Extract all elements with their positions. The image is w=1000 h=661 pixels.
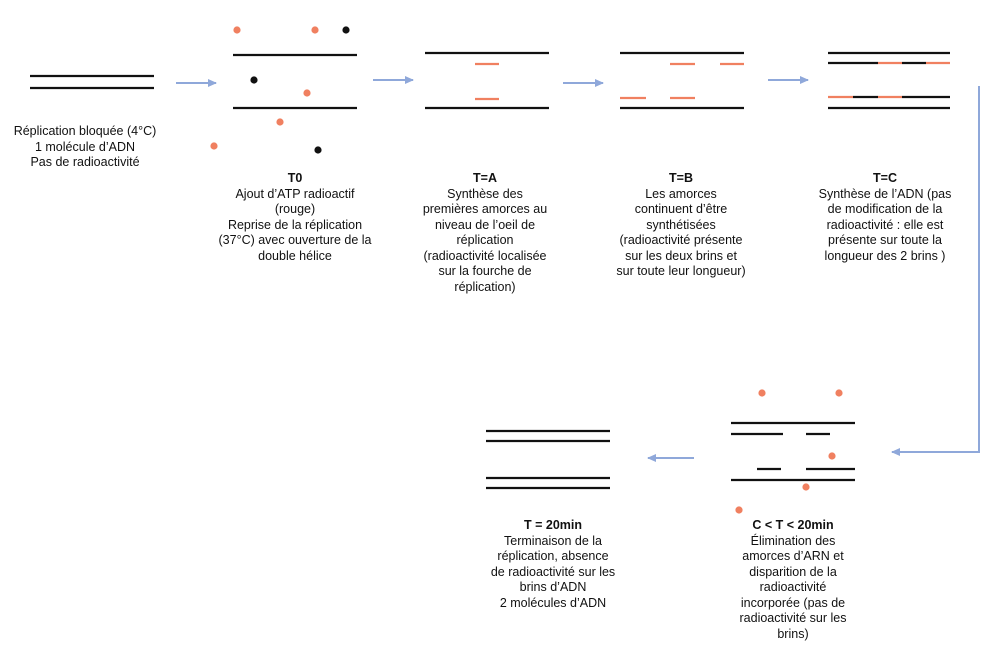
caption-line: niveau de l’oeil de (434, 217, 536, 232)
atp-dot (342, 26, 350, 34)
caption-line: (radioactivité localisée (423, 248, 547, 263)
atp-dot (314, 146, 322, 154)
caption-line: de radioactivité sur les (490, 564, 616, 579)
caption-ta: T=A Synthèse des premières amorces au ni… (410, 171, 560, 295)
caption-line: premières amorces au (422, 202, 548, 216)
radioactive-atp-dot (276, 118, 284, 126)
radioactive-atp-dot (828, 452, 836, 460)
caption-t0: T0 Ajout d’ATP radioactif (rouge) Repris… (215, 171, 375, 264)
caption-line: Synthèse de l’ADN (pas (818, 186, 952, 201)
caption-line: brins) (777, 626, 809, 641)
caption-c-between: C < T < 20min Élimination des amorces d’… (718, 518, 868, 642)
caption-line: réplication, absence (497, 549, 609, 563)
caption-line: 1 molécule d’ADN (34, 139, 136, 154)
flow-arrow (891, 86, 980, 456)
caption-line: sur toute leur longueur) (616, 264, 746, 278)
caption-line: Les amorces (645, 186, 717, 201)
caption-line: Élimination des (750, 533, 836, 548)
caption-line: réplication) (454, 279, 516, 294)
caption-line: réplication (456, 233, 514, 247)
atp-dot (250, 76, 258, 84)
caption-line: de modification de la (827, 202, 943, 216)
caption-line: sur la fourche de (438, 264, 532, 278)
radioactive-atp-dot (233, 26, 241, 34)
step-title: T=A (473, 171, 497, 185)
caption-line: (37°C) avec ouverture de la (218, 233, 372, 247)
radioactive-atp-dot (303, 89, 311, 97)
caption-initial: Réplication bloquée (4°C) 1 molécule d’A… (0, 124, 170, 171)
caption-line: (radioactivité présente (619, 233, 743, 247)
caption-line: présente sur toute la (828, 233, 942, 247)
radioactive-atp-dot (210, 142, 218, 150)
caption-line: longueur des 2 brins ) (824, 248, 946, 263)
caption-line: Pas de radioactivité (30, 155, 140, 169)
caption-line: (rouge) (274, 202, 316, 216)
radioactive-atp-dot (735, 506, 743, 514)
caption-line: Reprise de la réplication (227, 217, 363, 232)
step-title: T0 (287, 171, 303, 185)
caption-line: radioactivité (759, 580, 827, 594)
step-title: T = 20min (523, 518, 582, 532)
caption-t20: T = 20min Terminaison de la réplication,… (478, 518, 628, 611)
caption-tc: T=C Synthèse de l’ADN (pas de modificati… (805, 171, 965, 264)
caption-tb: T=B Les amorces continuent d’être synthé… (601, 171, 761, 280)
caption-line: sur les deux brins et (625, 248, 737, 263)
caption-line: double hélice (258, 248, 332, 263)
caption-line: Réplication bloquée (4°C) (13, 124, 157, 138)
step-title: C < T < 20min (752, 518, 834, 532)
radioactive-atp-dot (311, 26, 319, 34)
step-title: T=C (873, 171, 897, 185)
radioactive-atp-dot (758, 389, 766, 397)
caption-line: brins d’ADN (519, 580, 587, 594)
caption-line: Ajout d’ATP radioactif (235, 186, 355, 201)
caption-line: Terminaison de la (504, 533, 602, 548)
caption-line: amorces d’ARN et (742, 549, 844, 563)
step-title: T=B (669, 171, 693, 185)
radioactive-atp-dot (835, 389, 843, 397)
caption-line: incorporée (pas de (740, 595, 846, 610)
caption-line: synthétisées (646, 217, 716, 232)
caption-line: disparition de la (749, 564, 837, 579)
caption-line: Synthèse des (447, 186, 523, 201)
radioactive-atp-dot (802, 483, 810, 491)
caption-line: continuent d’être (634, 202, 728, 216)
caption-line: 2 molécules d’ADN (499, 595, 607, 610)
caption-line: radioactivité sur les (739, 611, 847, 625)
caption-line: radioactivité : elle est (826, 217, 944, 232)
